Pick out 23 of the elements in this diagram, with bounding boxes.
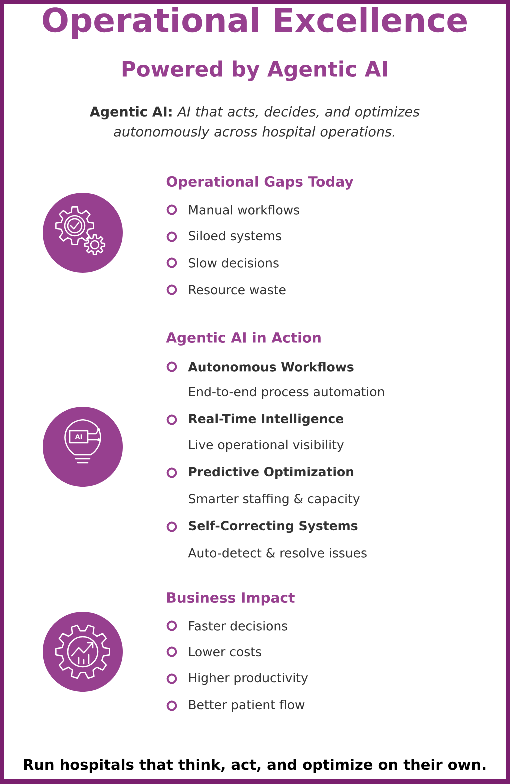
item-description: End-to-end process automation	[189, 386, 384, 400]
definition-text: Agentic AI: AI that acts, decides, and optimizes autonomously across hospital operations.	[90, 106, 420, 140]
item-title: Autonomous Workflows	[188, 362, 354, 372]
list-item: Siloed systems	[189, 230, 282, 244]
section-heading: Agentic AI in Action	[166, 332, 321, 346]
item-title: Predictive Optimization	[189, 466, 354, 480]
caption: Run hospitals that think, act, and optimize on their own.	[24, 758, 486, 773]
item-description: Auto-detect & resolve issues	[188, 548, 367, 558]
section-heading: Business Impact	[167, 592, 295, 606]
list-item: Lower costs	[189, 647, 262, 657]
list-item: Slow decisions	[189, 258, 279, 268]
list-item: Better patient flow	[189, 700, 305, 712]
section-heading: Operational Gaps Today	[166, 176, 354, 190]
item-description: Live operational visibility	[189, 440, 344, 452]
item-description: Smarter staffing & capacity	[189, 494, 360, 506]
item-title: Self-Correcting Systems	[189, 520, 358, 534]
title: Operational Excellence	[43, 7, 467, 39]
list-item: Resource waste	[189, 285, 286, 295]
item-title: Real-Time Intelligence	[189, 414, 344, 426]
list-item: Higher productivity	[189, 672, 308, 686]
list-item: Faster decisions	[189, 621, 288, 631]
list-item: Manual workflows	[189, 205, 300, 215]
subtitle: Powered by Agentic AI	[122, 60, 388, 82]
